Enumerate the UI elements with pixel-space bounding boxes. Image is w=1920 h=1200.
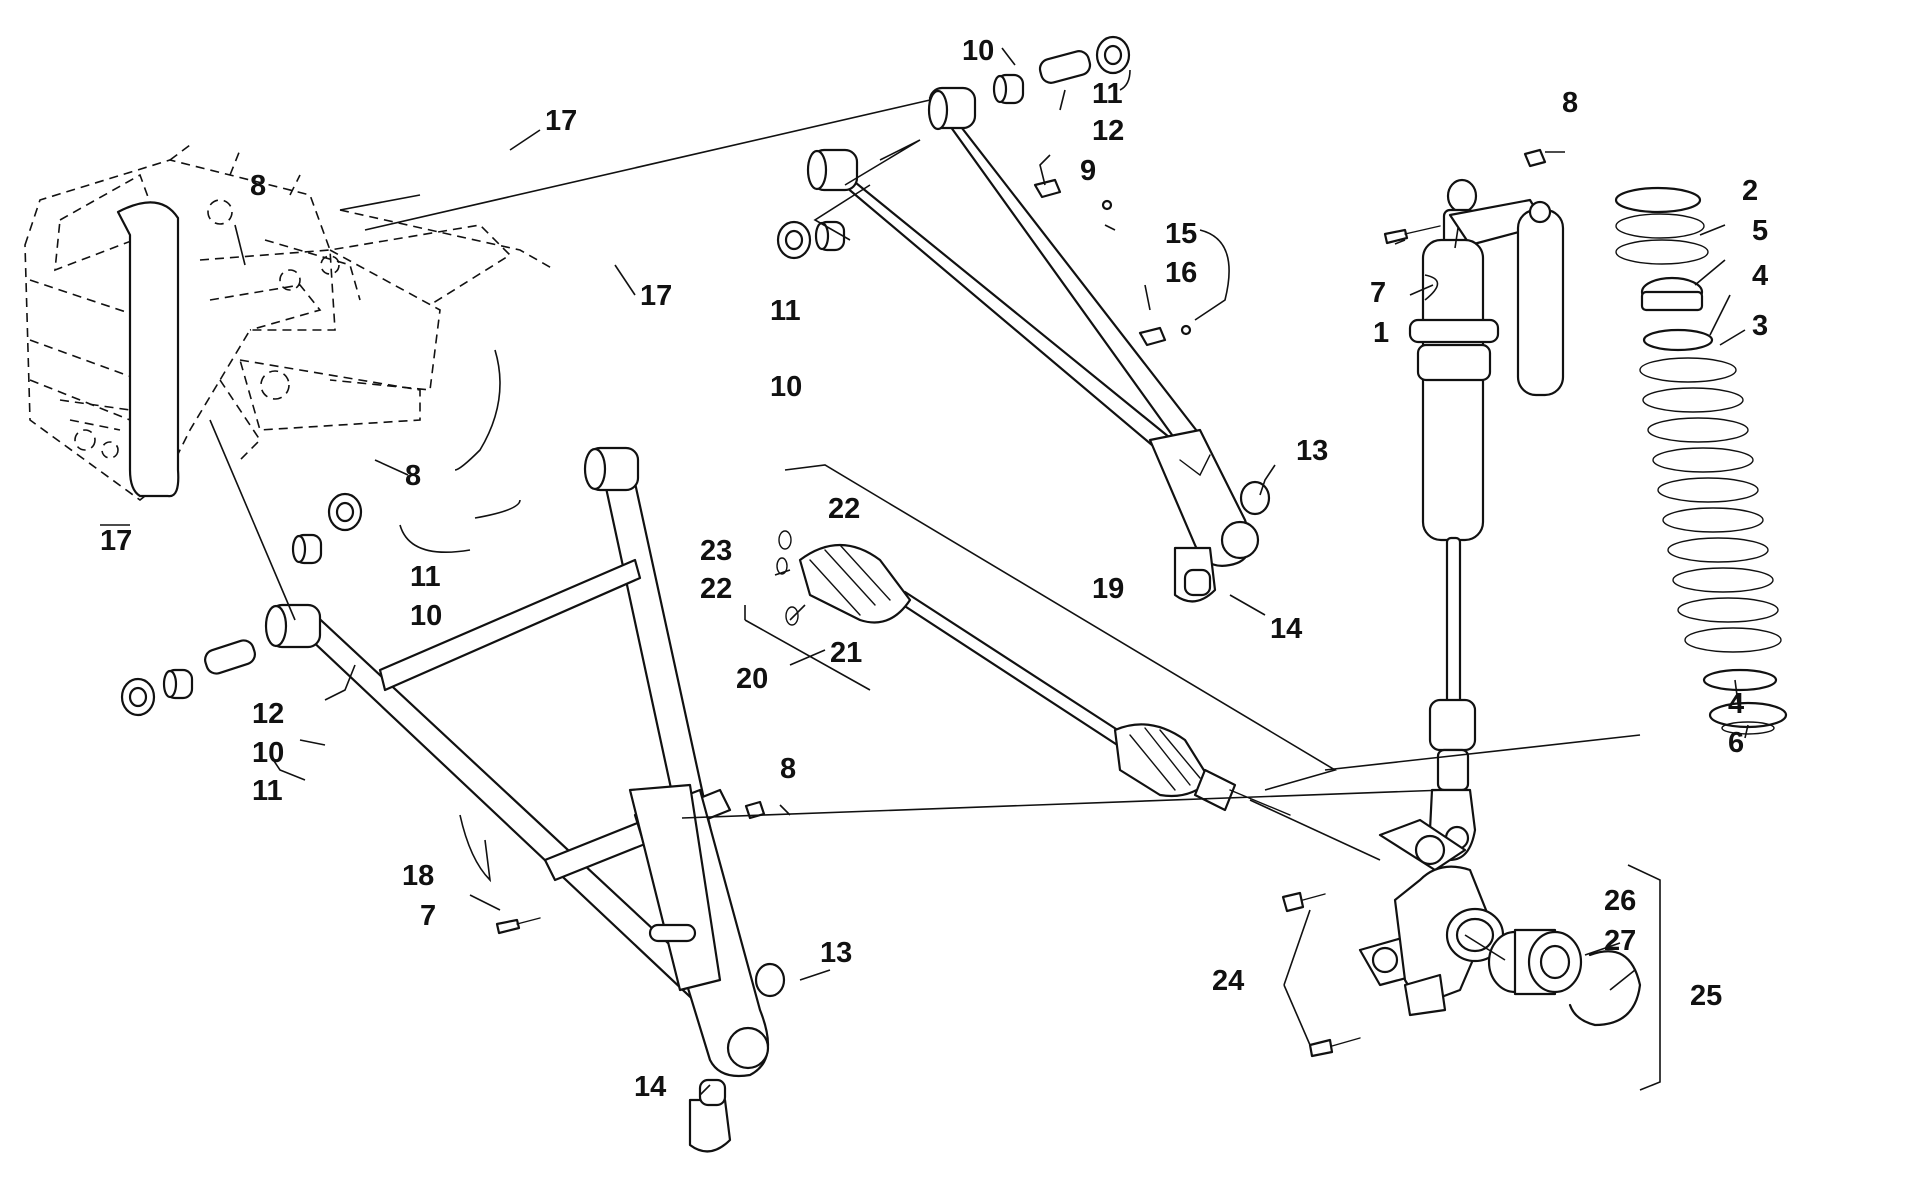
upper-a-arm bbox=[806, 86, 1260, 567]
callout-upper-spring-retainer: 2 bbox=[1742, 175, 1758, 207]
callout-cap-lower-rear: 11 bbox=[252, 775, 283, 807]
callout-lower-spring-retainer: 6 bbox=[1728, 727, 1744, 759]
hub-bearing bbox=[1487, 928, 1642, 1027]
callout-nut-frame-mid: 8 bbox=[405, 460, 421, 492]
callout-hub-bearing-kit: 25 bbox=[1690, 980, 1722, 1012]
callout-bearing-snap-ring: 27 bbox=[1604, 925, 1636, 957]
callout-retaining-ring-upper: 13 bbox=[1296, 435, 1328, 467]
callout-clamp-lower: 22 bbox=[700, 573, 732, 605]
coil-spring-stack bbox=[1614, 186, 1788, 735]
callout-bushing-lower-rear: 10 bbox=[252, 737, 284, 769]
callout-upper-a-arm: 9 bbox=[1080, 155, 1096, 187]
lower-a-arm bbox=[264, 446, 770, 1078]
callout-bolt-frame-top: 17 bbox=[545, 105, 577, 137]
callout-bushing-upper-front: 10 bbox=[962, 35, 994, 67]
callout-clamp-small: 21 bbox=[830, 637, 862, 669]
steering-knuckle bbox=[1281, 818, 1505, 1058]
callout-cv-kit: 20 bbox=[736, 663, 768, 695]
callout-retaining-ring-lower: 13 bbox=[820, 937, 852, 969]
callout-sleeve-lower: 12 bbox=[252, 698, 284, 730]
cv-clamps bbox=[744, 530, 871, 691]
callout-nut-shock-top: 8 bbox=[1562, 87, 1578, 119]
callout-clamp-upper: 22 bbox=[828, 493, 860, 525]
callout-lower-a-arm: 18 bbox=[402, 860, 434, 892]
callout-bolt-shock-top: 7 bbox=[1370, 277, 1386, 309]
callout-nut-frame-top: 8 bbox=[250, 170, 266, 202]
leader-lines bbox=[100, 47, 1749, 1096]
callout-snap-ring: 23 bbox=[700, 535, 732, 567]
callout-spring-seat-lower: 4 bbox=[1728, 688, 1744, 720]
callout-labels: 1 2 3 4 4 5 6 7 7 8 8 8 8 9 10 10 10 10 … bbox=[100, 35, 1768, 1103]
callout-nut-lower-arm: 8 bbox=[780, 753, 796, 785]
callout-ball-joint-lower: 14 bbox=[634, 1071, 666, 1103]
callout-cap-upper-rear: 11 bbox=[770, 295, 801, 327]
callout-cap-lower-front: 11 bbox=[410, 561, 441, 593]
callout-bearing: 26 bbox=[1604, 885, 1636, 917]
callout-bolt-frame-low: 17 bbox=[100, 525, 132, 557]
callout-spring-seat-upper: 4 bbox=[1752, 260, 1768, 292]
upper-arm-hardware bbox=[776, 35, 1271, 603]
lower-arm-hardware bbox=[120, 492, 786, 1153]
callout-bushing-lower-front: 10 bbox=[410, 600, 442, 632]
callout-cap-upper-front: 11 bbox=[1092, 78, 1123, 110]
callout-sleeve-upper: 12 bbox=[1092, 115, 1124, 147]
callout-drive-axle: 19 bbox=[1092, 573, 1124, 605]
callout-ball-joint-upper: 14 bbox=[1270, 613, 1302, 645]
callout-shock-absorber: 1 bbox=[1373, 317, 1389, 349]
callout-bolt-frame-mid: 17 bbox=[640, 280, 672, 312]
drive-axle bbox=[798, 543, 1291, 816]
callout-screw-clip: 15 bbox=[1165, 218, 1197, 250]
shock-absorber bbox=[1383, 148, 1565, 862]
callout-clip: 16 bbox=[1165, 257, 1197, 289]
callout-spacer-ring: 5 bbox=[1752, 215, 1768, 247]
callout-bushing-upper-rear: 10 bbox=[770, 371, 802, 403]
callout-spring: 3 bbox=[1752, 310, 1768, 342]
callout-bolt-lower-arm: 7 bbox=[420, 900, 436, 932]
frame-section bbox=[24, 144, 556, 502]
callout-knuckle-bolts: 24 bbox=[1212, 965, 1244, 997]
